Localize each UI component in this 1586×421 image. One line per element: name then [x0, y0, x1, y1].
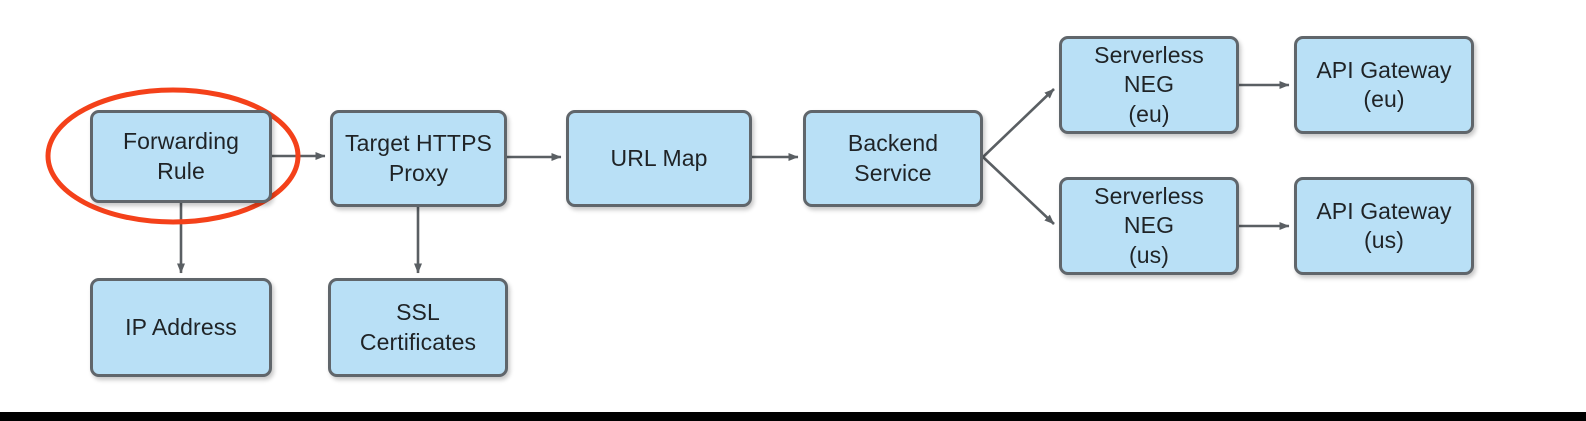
node-ip-address[interactable]: IP Address — [90, 278, 272, 377]
node-label-backend-service: Backend Service — [847, 130, 939, 186]
node-label-forwarding-rule: Forwarding Rule — [122, 128, 240, 184]
node-target-https-proxy[interactable]: Target HTTPS Proxy — [330, 110, 507, 207]
node-api-gateway-us[interactable]: API Gateway (us) — [1294, 177, 1474, 275]
bottom-bar — [0, 412, 1586, 421]
node-forwarding-rule[interactable]: Forwarding Rule — [90, 110, 272, 203]
node-serverless-neg-eu[interactable]: Serverless NEG (eu) — [1059, 36, 1239, 134]
node-ssl-certificates[interactable]: SSL Certificates — [328, 278, 508, 377]
node-label-ssl-certificates: SSL Certificates — [359, 299, 477, 355]
node-backend-service[interactable]: Backend Service — [803, 110, 983, 207]
edge-backend-service-to-serverless-neg-us — [982, 156, 1055, 225]
node-url-map[interactable]: URL Map — [566, 110, 752, 207]
node-label-url-map: URL Map — [610, 144, 708, 171]
node-label-ip-address: IP Address — [125, 313, 237, 340]
node-label-serverless-neg-us: Serverless NEG (us) — [1094, 182, 1204, 268]
node-label-api-gateway-eu: API Gateway (eu) — [1316, 56, 1452, 112]
node-serverless-neg-us[interactable]: Serverless NEG (us) — [1059, 177, 1239, 275]
node-api-gateway-eu[interactable]: API Gateway (eu) — [1294, 36, 1474, 134]
node-label-target-https-proxy: Target HTTPS Proxy — [345, 130, 492, 186]
node-label-serverless-neg-eu: Serverless NEG (eu) — [1094, 41, 1204, 127]
node-label-api-gateway-us: API Gateway (us) — [1316, 197, 1452, 253]
edge-backend-service-to-serverless-neg-eu — [982, 88, 1055, 158]
